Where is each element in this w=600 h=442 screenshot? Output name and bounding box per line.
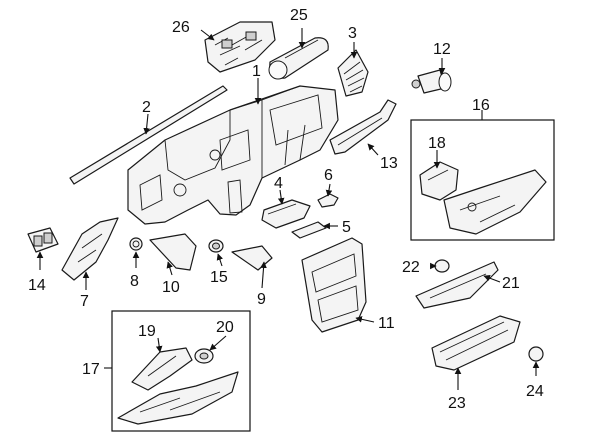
part-9-endcap <box>231 245 273 271</box>
callout-9: 9 <box>257 291 266 308</box>
callout-5: 5 <box>342 219 351 236</box>
part-16-door <box>443 169 547 235</box>
callout-18: 18 <box>428 135 446 152</box>
callout-6: 6 <box>324 167 333 184</box>
callout-11: 11 <box>378 315 395 332</box>
part-12-socket <box>411 69 452 94</box>
callout-24: 24 <box>526 383 544 400</box>
group-17-box <box>111 310 251 432</box>
callout-17: 17 <box>82 361 100 378</box>
callout-12: 12 <box>433 41 451 58</box>
callout-19: 19 <box>138 323 156 340</box>
part-2-strip <box>69 85 228 185</box>
part-11-center-bezel <box>301 237 367 333</box>
part-20-knob <box>194 348 214 364</box>
part-15-knob <box>208 239 224 253</box>
part-26-bracket <box>204 21 276 73</box>
callout-2: 2 <box>142 99 151 116</box>
callout-3: 3 <box>348 25 357 42</box>
part-21-trim <box>415 261 499 309</box>
part-5-bezel <box>291 221 327 239</box>
part-1-instrument-panel <box>127 85 339 225</box>
part-4-tray <box>261 199 311 229</box>
callout-16: 16 <box>472 97 490 114</box>
callout-21: 21 <box>502 275 520 292</box>
part-8-knob <box>129 237 143 251</box>
callout-23: 23 <box>448 395 466 412</box>
part-10-panel <box>149 233 197 271</box>
callout-13: 13 <box>380 155 398 172</box>
part-17-floor-panel <box>117 371 239 425</box>
callout-8: 8 <box>130 273 139 290</box>
part-25-cylinder <box>268 37 329 80</box>
part-3-grille <box>337 49 369 97</box>
callout-1: 1 <box>252 63 261 80</box>
callout-20: 20 <box>216 319 234 336</box>
callout-14: 14 <box>28 277 46 294</box>
callout-25: 25 <box>290 7 308 24</box>
part-24-plug <box>528 346 544 362</box>
part-14-switch <box>27 227 59 253</box>
callout-15: 15 <box>210 269 228 286</box>
callout-26: 26 <box>172 19 190 36</box>
part-22-knob <box>434 259 450 273</box>
part-7-side-panel <box>61 217 119 281</box>
part-23-bin <box>431 315 521 371</box>
callout-4: 4 <box>274 175 283 192</box>
part-18-latch <box>419 161 459 201</box>
callout-22: 22 <box>402 259 420 276</box>
callout-7: 7 <box>80 293 89 310</box>
callout-10: 10 <box>162 279 180 296</box>
leader-lines <box>36 28 540 390</box>
callout-labels: 26 25 3 1 2 12 13 16 18 6 4 5 14 7 8 10 … <box>28 7 544 412</box>
part-13-handle <box>329 99 397 155</box>
part-19-duct <box>131 347 193 391</box>
